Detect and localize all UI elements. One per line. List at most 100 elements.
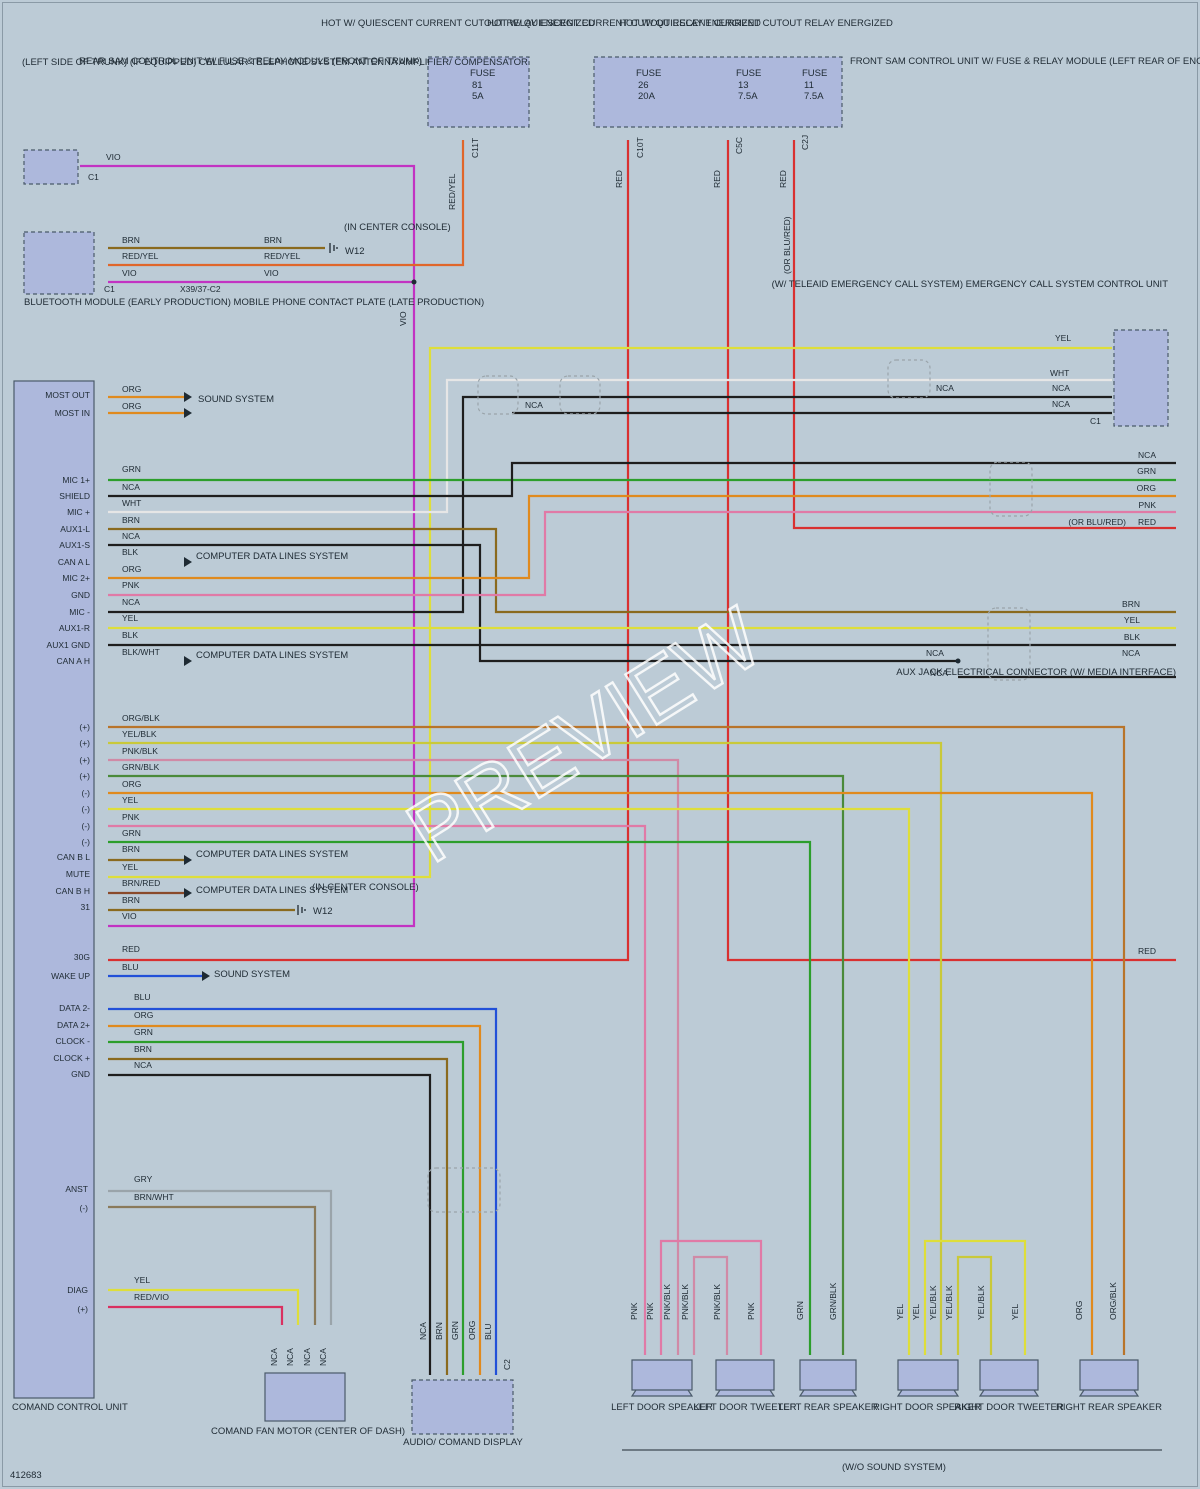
display-wire-labels: NCA BRN GRN ORG BLU C2 xyxy=(418,1321,512,1370)
hot-label-2: HOT W/ QUIESCENT CURRENT CUTOUT RELAY EN… xyxy=(487,18,761,29)
wire-blk-aux1s xyxy=(108,543,958,663)
diagram-shape xyxy=(887,359,931,399)
wire-red-fuse11 xyxy=(792,140,1176,530)
sound-system-label-2: SOUND SYSTEM xyxy=(214,969,290,980)
wire-redvio xyxy=(108,1305,284,1325)
label: YEL/BLK xyxy=(944,1285,954,1320)
lbl-nca-tele3: NCA xyxy=(936,383,954,393)
bt-x3937: X39/37-C2 xyxy=(180,284,221,294)
computer-data-1: COMPUTER DATA LINES SYSTEM xyxy=(196,551,348,562)
ground-w12-1: W12 xyxy=(345,246,365,257)
label: (-) xyxy=(82,837,91,847)
sound-system-label-1: SOUND SYSTEM xyxy=(198,394,274,405)
display-box xyxy=(411,1379,514,1435)
label: NCA xyxy=(122,597,140,607)
rear-sam-box xyxy=(427,56,530,128)
label: CAN A H xyxy=(56,656,90,666)
pin-labels-a: MOST OUT MOST IN MIC 1+ SHIELD MIC + AUX… xyxy=(45,390,90,666)
wire-blk-gnd xyxy=(108,1073,432,1375)
label: MIC - xyxy=(69,607,90,617)
label: CLOCK + xyxy=(53,1053,90,1063)
speaker-right-door xyxy=(896,1359,960,1397)
front-sam-label: FRONT SAM CONTROL UNIT W/ FUSE & RELAY M… xyxy=(850,56,1200,67)
wire-yelblk xyxy=(108,741,943,1355)
fuse26-num: 26 xyxy=(638,80,649,91)
label: NCA xyxy=(269,1348,279,1366)
spk-label-0: LEFT DOOR SPEAKER xyxy=(611,1402,713,1413)
preview-watermark: PREVIEW xyxy=(391,590,778,882)
wire-wht-teleaid xyxy=(108,378,1112,514)
label: BRN xyxy=(122,844,140,854)
wire-org-mic2 xyxy=(108,494,1176,580)
label: ORG/BLK xyxy=(1108,1282,1118,1320)
r-blk-aux: BLK xyxy=(1124,632,1140,642)
label: RED xyxy=(122,944,140,954)
label: MUTE xyxy=(66,869,90,879)
label: YEL xyxy=(1010,1304,1020,1320)
label: BLK xyxy=(122,547,138,557)
label: DIAG xyxy=(67,1285,88,1295)
lbl-vio-ant: VIO xyxy=(106,152,121,162)
front-sam-box xyxy=(593,56,843,128)
wo-sound-label: (W/O SOUND SYSTEM) xyxy=(842,1462,946,1473)
label: BRN xyxy=(122,895,140,905)
label: NCA xyxy=(302,1348,312,1366)
lbl-red-v1: RED xyxy=(614,170,624,188)
label: GRN xyxy=(122,828,141,838)
lbl-orblured-v: (OR BLU/RED) xyxy=(782,216,792,274)
fuse11-num: 11 xyxy=(804,80,814,91)
lbl-wht-tele: WHT xyxy=(1050,368,1069,378)
speaker-wire-labels: PNK PNK PNK/BLK PNK/BLK PNK/BLK PNK GRN … xyxy=(629,1282,1118,1320)
wire-blk-teleaid-12 xyxy=(108,395,1112,614)
label: GRY xyxy=(134,1174,153,1184)
lbl-vio-bt2: VIO xyxy=(264,268,279,278)
label: NCA xyxy=(285,1348,295,1366)
label: CLOCK - xyxy=(56,1036,91,1046)
wire-redyel-bluetooth xyxy=(108,140,465,267)
wire-color-labels-d: BLU ORG GRN BRN NCA xyxy=(134,992,153,1070)
label: (+) xyxy=(79,771,90,781)
shields xyxy=(427,359,1033,1213)
label: 31 xyxy=(81,902,91,912)
label: PNK xyxy=(746,1302,756,1320)
r-nca-aux2: NCA xyxy=(926,648,944,658)
wire-yelblk-tweeter xyxy=(956,1255,993,1355)
r-red-5: RED xyxy=(1138,517,1156,527)
fuse11-amp: 7.5A xyxy=(804,91,824,102)
label: ORG xyxy=(122,564,141,574)
speaker-left-tweeter xyxy=(714,1359,776,1397)
hot-label-3: HOT W/ QUIESCENT CURRENT CUTOUT RELAY EN… xyxy=(619,18,893,29)
label: 30G xyxy=(74,952,90,962)
conn-c10t: C10T xyxy=(635,137,645,158)
wire-org-data xyxy=(108,1024,482,1375)
label: ORG xyxy=(122,384,141,394)
spk-label-3: RIGHT DOOR SPEAKER xyxy=(873,1402,981,1413)
label: YEL xyxy=(122,795,138,805)
label: GRN xyxy=(450,1321,460,1340)
label: GND xyxy=(71,590,90,600)
label: BRN/RED xyxy=(122,878,160,888)
label: RED/VIO xyxy=(134,1292,169,1302)
wire-brn-aux1l xyxy=(108,527,1176,614)
label: MOST IN xyxy=(55,408,90,418)
r-red-6: RED xyxy=(1138,946,1156,956)
hot-label-1: HOT W/ QUIESCENT CURRENT CUTOUT RELAY EN… xyxy=(321,18,595,29)
label: C2 xyxy=(502,1359,512,1370)
wire-red-fuse13 xyxy=(726,140,1176,962)
wire-blu-data xyxy=(108,1007,498,1375)
label: PNK/BLK xyxy=(662,1284,672,1320)
fan-motor-label: COMAND FAN MOTOR (CENTER OF DASH) xyxy=(211,1426,405,1437)
label: (+) xyxy=(79,738,90,748)
diagram-shape xyxy=(955,658,961,664)
conn-c11t: C11T xyxy=(470,138,480,158)
lbl-redyel-bt2: RED/YEL xyxy=(264,251,301,261)
fan-motor-box xyxy=(264,1372,346,1422)
label: YEL xyxy=(911,1304,921,1320)
label: YEL xyxy=(122,862,138,872)
lbl-vio-v: VIO xyxy=(398,311,408,326)
wire-pnk-spk xyxy=(108,824,647,1355)
diagram-shape xyxy=(184,888,192,898)
speaker-left-rear xyxy=(798,1359,858,1397)
label: GND xyxy=(71,1069,90,1079)
bluetooth-module-box xyxy=(23,231,95,295)
